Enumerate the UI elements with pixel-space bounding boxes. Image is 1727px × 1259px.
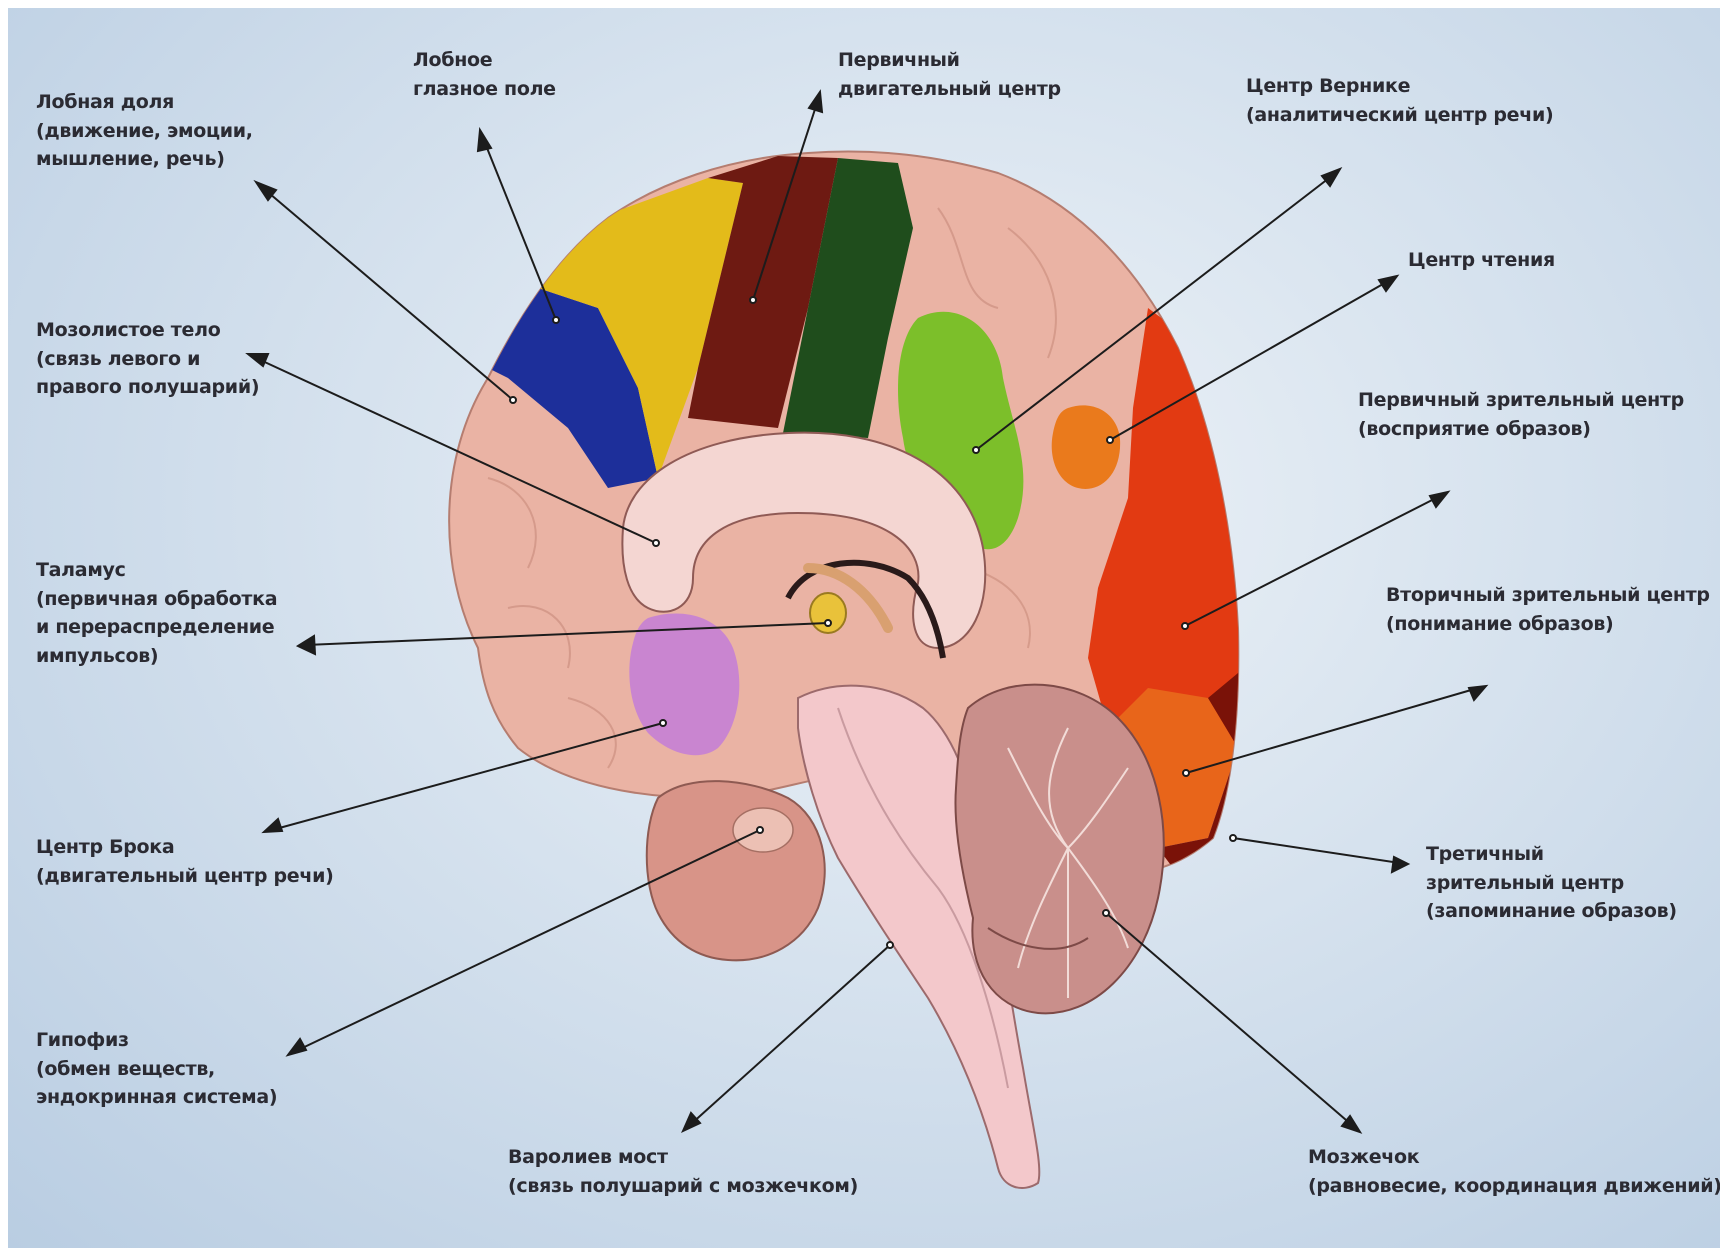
label-pituitary-line1: Гипофиз [36, 1026, 277, 1055]
label-corpus-callosum-line2: (связь левого и [36, 345, 259, 374]
label-frontal-eye-field: Лобное глазное поле [413, 46, 556, 103]
label-frontal-lobe-line3: мышление, речь) [36, 145, 253, 174]
label-primary-visual-line1: Первичный зрительный центр [1358, 386, 1684, 415]
label-wernicke: Центр Вернике (аналитический центр речи) [1246, 72, 1553, 129]
label-reading-line1: Центр чтения [1408, 246, 1555, 275]
label-broca-line2: (двигательный центр речи) [36, 862, 334, 891]
label-cerebellum: Мозжечок (равновесие, координация движен… [1308, 1143, 1720, 1200]
label-pons-line2: (связь полушарий с мозжечком) [508, 1172, 858, 1201]
arrow-cerebellum [1103, 910, 1360, 1132]
label-corpus-callosum-line3: правого полушарий) [36, 373, 259, 402]
label-thalamus-line2: (первичная обработка [36, 585, 277, 614]
label-cerebellum-line2: (равновесие, координация движений) [1308, 1172, 1720, 1201]
cerebellum-shape [955, 685, 1163, 1014]
label-primary-motor: Первичный двигательный центр [838, 46, 1061, 103]
label-cerebellum-line1: Мозжечок [1308, 1143, 1720, 1172]
label-tertiary-visual-line3: (запоминание образов) [1426, 897, 1677, 926]
label-primary-visual-line2: (восприятие образов) [1358, 415, 1684, 444]
label-secondary-visual-line1: Вторичный зрительный центр [1386, 581, 1710, 610]
label-pituitary: Гипофиз (обмен веществ, эндокринная сист… [36, 1026, 277, 1112]
diagram-stage: Лобная доля (движение, эмоции, мышление,… [8, 8, 1720, 1248]
label-thalamus: Таламус (первичная обработка и перераспр… [36, 556, 277, 670]
label-reading: Центр чтения [1408, 246, 1555, 275]
label-tertiary-visual-line2: зрительный центр [1426, 869, 1677, 898]
label-tertiary-visual-line1: Третичный [1426, 840, 1677, 869]
label-pons-line1: Варолиев мост [508, 1143, 858, 1172]
label-tertiary-visual: Третичный зрительный центр (запоминание … [1426, 840, 1677, 926]
label-corpus-callosum-line1: Мозолистое тело [36, 316, 259, 345]
label-primary-motor-line1: Первичный [838, 46, 1061, 75]
label-thalamus-line4: импульсов) [36, 642, 277, 671]
label-frontal-lobe-line2: (движение, эмоции, [36, 117, 253, 146]
arrow-pons [683, 942, 893, 1131]
label-secondary-visual-line2: (понимание образов) [1386, 610, 1710, 639]
label-frontal-eye-field-line1: Лобное [413, 46, 556, 75]
label-pituitary-line3: эндокринная система) [36, 1083, 277, 1112]
label-wernicke-line2: (аналитический центр речи) [1246, 101, 1553, 130]
label-secondary-visual: Вторичный зрительный центр (понимание об… [1386, 581, 1710, 638]
region-reading [1052, 405, 1121, 489]
label-pituitary-line2: (обмен веществ, [36, 1055, 277, 1084]
label-frontal-lobe: Лобная доля (движение, эмоции, мышление,… [36, 88, 253, 174]
label-broca: Центр Брока (двигательный центр речи) [36, 833, 334, 890]
label-thalamus-line1: Таламус [36, 556, 277, 585]
label-broca-line1: Центр Брока [36, 833, 334, 862]
arrow-frontal-lobe [256, 182, 516, 403]
label-wernicke-line1: Центр Вернике [1246, 72, 1553, 101]
label-frontal-lobe-line1: Лобная доля [36, 88, 253, 117]
label-corpus-callosum: Мозолистое тело (связь левого и правого … [36, 316, 259, 402]
label-frontal-eye-field-line2: глазное поле [413, 75, 556, 104]
label-primary-motor-line2: двигательный центр [838, 75, 1061, 104]
label-pons: Варолиев мост (связь полушарий с мозжечк… [508, 1143, 858, 1200]
arrow-tertiary-visual [1230, 835, 1408, 872]
label-primary-visual: Первичный зрительный центр (восприятие о… [1358, 386, 1684, 443]
label-thalamus-line3: и перераспределение [36, 613, 277, 642]
